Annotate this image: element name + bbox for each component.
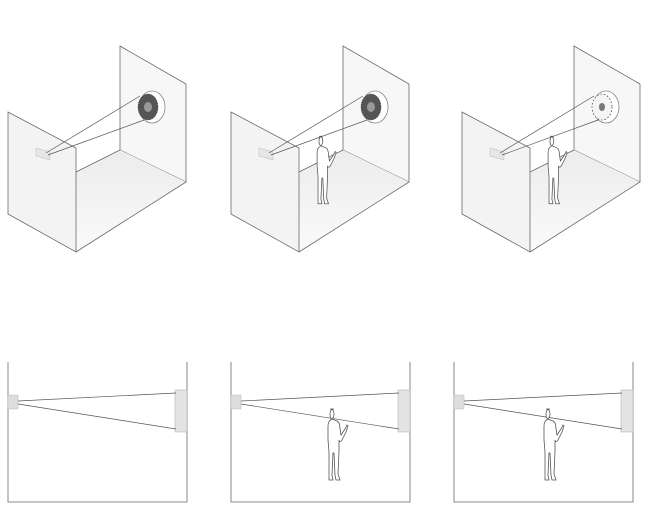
panel-iso-3 <box>461 45 641 253</box>
panel-iso-2 <box>230 45 410 253</box>
panel-section-2 <box>230 361 411 503</box>
panel-iso-1 <box>7 45 187 253</box>
panel-section-1 <box>7 361 188 503</box>
panel-section-3 <box>453 361 634 503</box>
